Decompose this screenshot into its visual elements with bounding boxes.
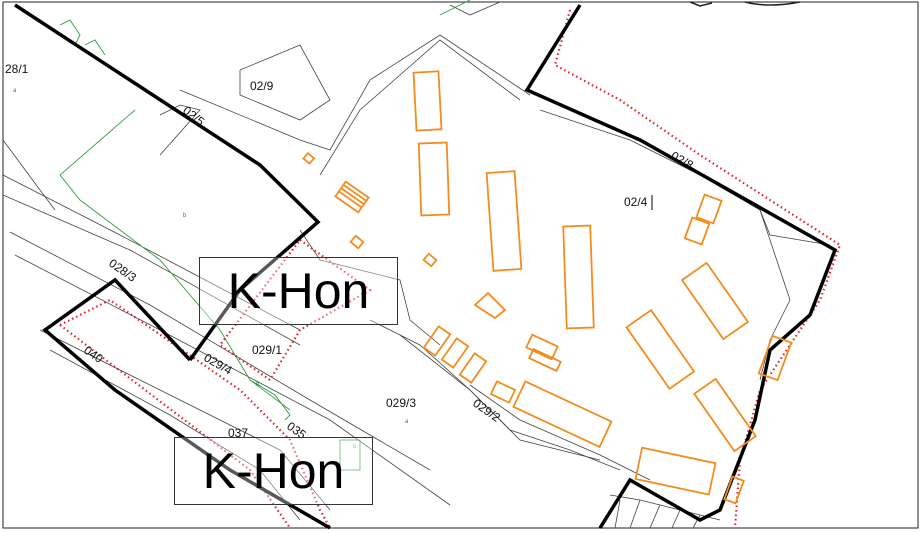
parcel-label-029-2: 029/2 [470,396,503,425]
building [723,475,745,505]
building [512,380,613,449]
marker-b: b [183,213,187,219]
building [625,308,696,390]
khon-label-top: K-Hon [199,257,398,325]
building [757,334,793,382]
parcel-label-02-4: 02/4 [624,195,648,209]
building [528,347,562,373]
marker-b: b [256,382,260,388]
parcel-label-028-3: 028/3 [106,256,139,285]
building [440,337,470,369]
black-boundary [14,3,838,530]
building [695,193,723,225]
building [489,380,517,404]
marker-a: a [13,88,17,94]
building [683,216,711,246]
building [680,261,750,341]
building [334,180,370,214]
parcel-label-28-1: 28/1 [5,62,29,76]
khon-label-bottom: K-Hon [174,437,373,505]
building [693,377,757,453]
building [349,234,365,250]
building [422,325,452,357]
building [458,352,488,384]
green-lines [59,0,471,471]
building [422,252,438,268]
marker-c: c [353,444,356,450]
buildings [302,70,793,505]
building [417,141,451,217]
parcel-label-02-5: 02/5 [180,103,207,129]
parcel-label-029-3: 029/3 [386,396,416,410]
building [412,70,443,132]
building [302,151,316,165]
marker-a: a [405,419,409,425]
building [525,333,559,361]
map-fragment [689,1,801,7]
parcel-label-02-9: 02/9 [250,79,274,93]
building [634,446,717,496]
building [485,170,523,272]
building [562,224,595,330]
parcel-label-029-1: 029/1 [252,343,282,357]
building [473,291,507,320]
parcel-label-029-4: 029/4 [202,350,235,377]
red-dotted-boundary [59,9,842,529]
parcel-label-037: 037 [228,426,248,440]
